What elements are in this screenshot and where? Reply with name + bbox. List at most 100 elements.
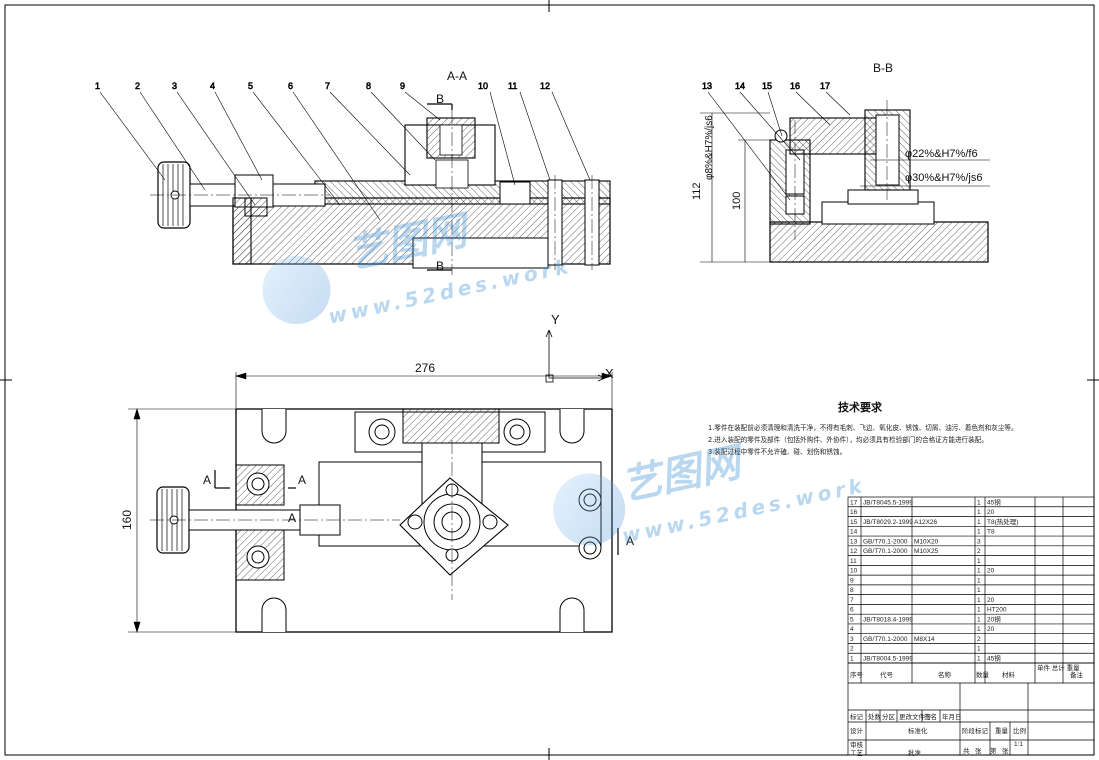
cut-marker-a-left: A [203, 473, 211, 487]
parts-cell-no: 3 [850, 636, 854, 643]
hdr-no: 序号 [850, 670, 864, 679]
parts-cell-code: JB/T8004.5-1999 [863, 656, 913, 663]
parts-cell-no: 16 [850, 509, 858, 516]
parts-cell-qty: 2 [977, 636, 981, 643]
sheet-label-3: 张 [1002, 746, 1009, 755]
balloons-aa: 1 2 3 4 5 6 7 8 9 10 11 12 [95, 81, 591, 221]
parts-cell-no: 8 [850, 587, 854, 594]
parts-cell-no: 11 [850, 558, 857, 565]
role-design: 设计 [850, 726, 864, 735]
parts-cell-material: 45钢 [987, 498, 1001, 506]
balloon-15: 15 [762, 81, 772, 91]
hdr-qty: 数量 [976, 670, 990, 679]
tech-req-title: 技术要求 [838, 400, 883, 414]
parts-cell-no: 10 [850, 568, 858, 575]
sign-label-1: 处数 [868, 712, 882, 721]
parts-cell-qty: 1 [977, 499, 981, 506]
parts-cell-qty: 2 [977, 548, 981, 555]
parts-cell-no: 13 [850, 538, 858, 545]
section-bb-title: B-B [873, 61, 893, 75]
parts-cell-no: 5 [850, 616, 854, 623]
axis-x-label: X [605, 366, 614, 381]
hdr-code: 代号 [880, 670, 894, 679]
parts-cell-qty: 1 [977, 509, 981, 516]
balloon-16: 16 [790, 81, 800, 91]
balloon-13: 13 [702, 81, 712, 91]
watermark-2-text: 艺图网 [617, 438, 750, 509]
cut-marker-b-top: B [436, 92, 444, 106]
sheet-label-0: 共 [963, 746, 970, 755]
hdr-name: 名称 [938, 670, 952, 679]
watermark-globe-icon [553, 473, 626, 546]
dim-160: 160 [120, 510, 134, 530]
dim-fit-22: φ22%&H7%/f6 [905, 148, 978, 160]
balloon-6: 6 [288, 81, 293, 91]
stage-label: 阶段标记 [962, 726, 989, 735]
parts-cell-qty: 1 [977, 568, 981, 575]
section-bb-view: B-B 112 100 φ8%&H7%/js6 φ22%&H7%/f6 φ30%… [691, 61, 990, 263]
parts-cell-material: T8 [987, 529, 995, 536]
dim-276: 276 [415, 361, 435, 375]
parts-cell-no: 4 [850, 626, 854, 633]
cut-marker-a-far: A [626, 534, 634, 548]
parts-cell-name: A12X26 [914, 519, 938, 526]
balloon-17: 17 [820, 81, 830, 91]
balloon-4: 4 [210, 81, 215, 91]
balloon-11: 11 [508, 81, 517, 91]
parts-cell-no: 1 [850, 656, 854, 663]
parts-cell-qty: 1 [977, 626, 981, 633]
weight-label: 重量 [995, 727, 1009, 735]
parts-cell-material: 20钢 [987, 615, 1001, 623]
dim-fit-30: φ30%&H7%/js6 [905, 172, 982, 184]
parts-cell-qty: 1 [977, 607, 981, 614]
scale-value: 1:1 [1014, 741, 1023, 748]
parts-cell-material: 20 [987, 626, 995, 633]
parts-cell-no: 2 [850, 646, 854, 653]
parts-cell-qty: 3 [977, 538, 981, 545]
sign-label-5: 年月日 [942, 712, 962, 721]
extra-std: 标准化 [908, 726, 928, 735]
parts-cell-material: 20 [987, 568, 995, 575]
parts-cell-material: 20 [987, 597, 995, 604]
parts-cell-no: 9 [850, 577, 854, 584]
dim-112: 112 [691, 182, 703, 200]
parts-cell-code: JB/T8018.4-1999 [863, 616, 913, 623]
parts-cell-material: T8(热处理) [987, 517, 1018, 526]
parts-cell-no: 12 [850, 548, 858, 555]
parts-cell-material: 45钢 [987, 655, 1001, 663]
parts-cell-qty: 1 [977, 597, 981, 604]
parts-cell-code: GB/T70.1-2000 [863, 548, 908, 555]
parts-cell-no: 6 [850, 607, 854, 614]
role-review: 审核 [850, 740, 864, 749]
section-aa-title: A-A [447, 69, 467, 83]
dim-fit-8: φ8%&H7%/js6 [704, 115, 715, 180]
role-process: 工艺 [850, 749, 864, 757]
parts-cell-qty: 1 [977, 577, 981, 584]
parts-cell-qty: 1 [977, 616, 981, 623]
balloon-1: 1 [95, 81, 100, 91]
parts-cell-qty: 1 [977, 558, 981, 565]
parts-cell-code: JB/T8045.5-1999 [863, 499, 913, 506]
balloon-2: 2 [135, 81, 140, 91]
balloon-5: 5 [248, 81, 253, 91]
sign-label-0: 标记 [850, 712, 864, 721]
parts-cell-qty: 1 [977, 656, 981, 663]
scale-label: 比例 [1013, 726, 1026, 735]
sign-label-3: 更改文件号 [899, 712, 932, 721]
parts-cell-no: 17 [850, 499, 858, 506]
parts-cell-name: M10X25 [914, 548, 939, 555]
parts-cell-code: GB/T70.1-2000 [863, 538, 908, 545]
parts-cell-no: 15 [850, 519, 858, 526]
parts-cell-material: HT200 [987, 607, 1007, 614]
plan-view: Y X 276 160 [120, 312, 634, 634]
cut-marker-a-right: A [298, 473, 306, 487]
balloon-8: 8 [366, 81, 371, 91]
sheet-label-2: 第 [990, 746, 997, 755]
parts-cell-qty: 1 [977, 519, 981, 526]
parts-cell-qty: 1 [977, 646, 981, 653]
parts-cell-material: 20 [987, 509, 995, 516]
parts-cell-code: JB/T8029.2-1999 [863, 519, 913, 526]
hdr-note: 备注 [1070, 670, 1084, 679]
